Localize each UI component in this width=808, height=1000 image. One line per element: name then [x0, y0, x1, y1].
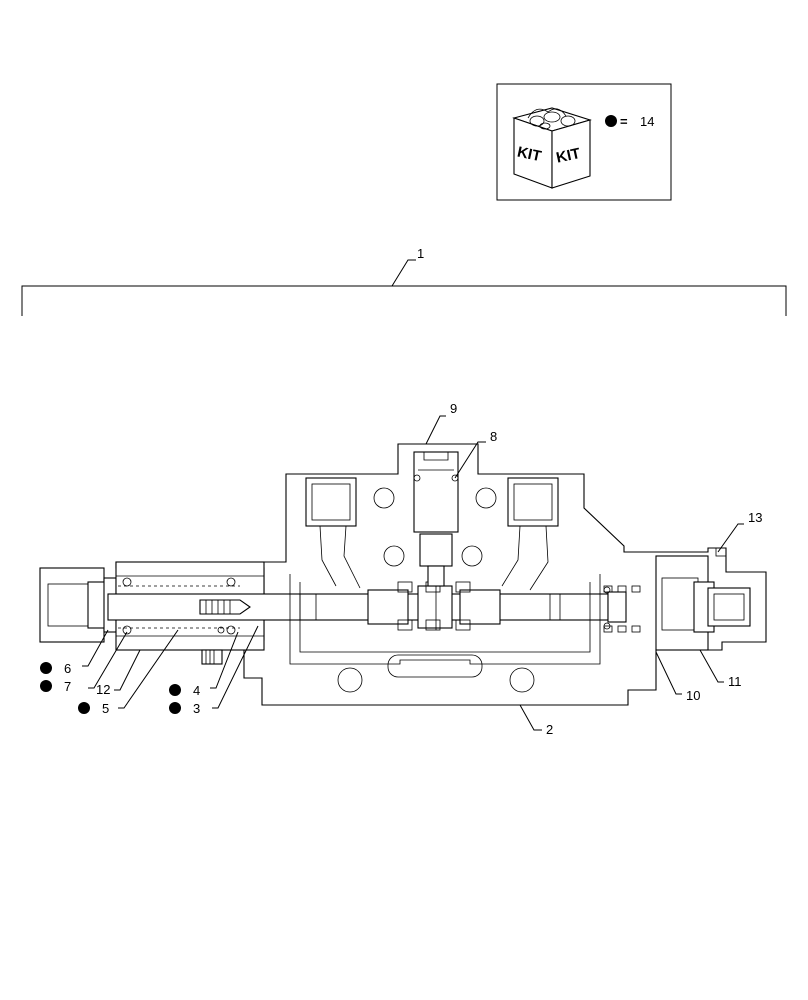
kit-box-label-right: KIT: [555, 145, 582, 167]
callout-2: 2: [546, 722, 553, 737]
kit-item-number: 14: [640, 114, 654, 129]
callout-4: 4: [193, 683, 200, 698]
callout-12: 12: [96, 682, 110, 697]
valve-body: [39, 443, 767, 706]
callout-9: 9: [450, 401, 457, 416]
kit-bullet-icon: [40, 662, 52, 674]
callout-5: 5: [102, 701, 109, 716]
callouts: 9 8 13 11 10 2 6 7 12 5 4: [40, 401, 762, 737]
callout-8: 8: [490, 429, 497, 444]
kit-legend: KIT KIT = 14: [496, 83, 672, 201]
main-spool: [107, 593, 609, 621]
kit-bullet-icon: [605, 115, 617, 127]
kit-box-label-left: KIT: [516, 143, 543, 165]
port-boss-right: [507, 477, 559, 527]
kit-bullet-icon: [40, 680, 52, 692]
callout-3: 3: [193, 701, 200, 716]
kit-equals-sign: =: [620, 114, 628, 129]
kit-box-icon: KIT KIT: [512, 107, 592, 189]
callout-11: 11: [728, 674, 742, 689]
callout-10: 10: [686, 688, 700, 703]
callout-1: 1: [417, 246, 424, 261]
assembly-bracket: 1: [21, 246, 787, 316]
kit-bullet-icon: [169, 684, 181, 696]
check-valve-cap: [413, 451, 459, 533]
port-boss-left: [305, 477, 357, 527]
kit-legend-frame: [496, 83, 672, 201]
gallery-slot: [387, 654, 483, 678]
callout-13: 13: [748, 510, 762, 525]
callout-6: 6: [64, 661, 71, 676]
kit-bullet-icon: [169, 702, 181, 714]
callout-7: 7: [64, 679, 71, 694]
kit-bullet-icon: [78, 702, 90, 714]
